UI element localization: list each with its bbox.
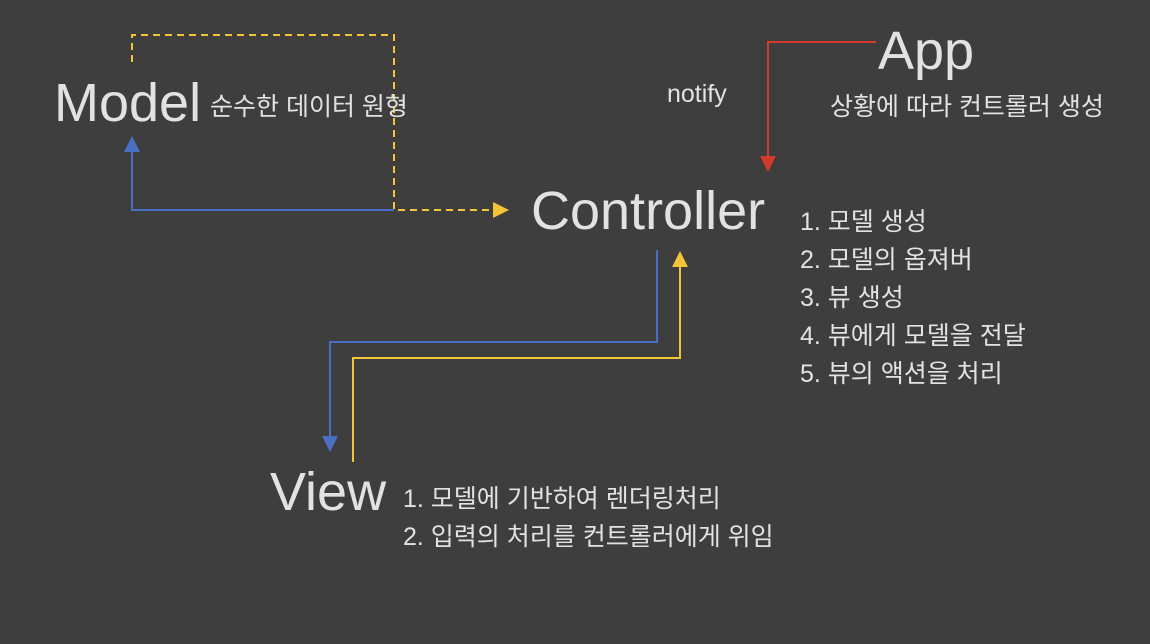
app-to-controller-notify-arrow	[760, 41, 876, 172]
view-to-controller-arrow	[352, 251, 688, 462]
controller-item: 2. 모델의 옵져버	[800, 246, 973, 274]
model-observer-dashed-arrow	[131, 34, 509, 218]
model-description: 순수한 데이터 원형	[210, 93, 408, 121]
view-responsibilities: 1. 모델에 기반하여 렌더링처리 2. 입력의 처리를 컨트롤러에게 위임	[403, 480, 774, 556]
controller-to-model-arrow	[124, 136, 394, 211]
controller-item: 5. 뷰의 액션을 처리	[800, 360, 1003, 388]
app-description: 상황에 따라 컨트롤러 생성	[830, 93, 1104, 121]
app-title: App	[878, 21, 975, 81]
notify-label: notify	[667, 80, 727, 108]
controller-item: 4. 뷰에게 모델을 전달	[800, 322, 1026, 350]
view-title: View	[270, 462, 387, 522]
view-item: 1. 모델에 기반하여 렌더링처리	[403, 485, 721, 513]
controller-item: 1. 모델 생성	[800, 208, 927, 236]
view-item: 2. 입력의 처리를 컨트롤러에게 위임	[403, 523, 774, 551]
controller-item: 3. 뷰 생성	[800, 284, 904, 312]
controller-to-view-arrow	[322, 250, 658, 452]
controller-responsibilities: 1. 모델 생성 2. 모델의 옵져버 3. 뷰 생성 4. 뷰에게 모델을 전…	[800, 203, 1026, 393]
model-title: Model	[54, 73, 202, 133]
controller-title: Controller	[531, 181, 766, 241]
